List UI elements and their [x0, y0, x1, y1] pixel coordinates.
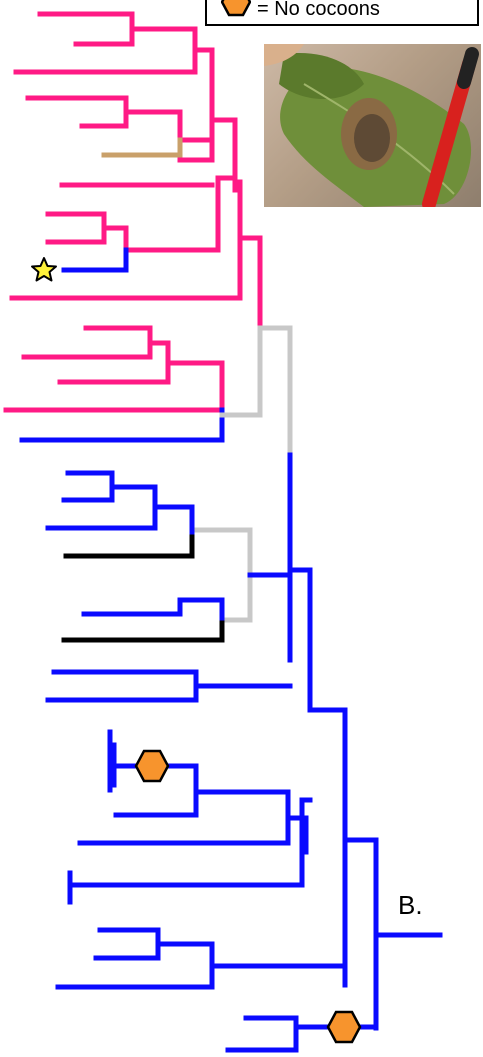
branch [45, 669, 199, 703]
branch [177, 597, 225, 621]
legend: = No cocoons [205, 0, 479, 26]
finger [264, 44, 304, 66]
branch [13, 26, 198, 75]
hexagon-icon [134, 749, 170, 783]
branch [225, 1015, 299, 1053]
branch [237, 235, 263, 328]
tan-branch [101, 137, 183, 158]
branch [21, 325, 153, 360]
legend-label: = No cocoons [257, 0, 380, 20]
branch [177, 95, 215, 143]
branch [152, 504, 195, 535]
hexagon-icon [326, 1010, 362, 1044]
branch [45, 211, 107, 245]
star-icon [31, 257, 57, 282]
photo-drawing [264, 44, 479, 207]
branch [55, 941, 215, 990]
branch [101, 175, 221, 253]
branch [287, 567, 313, 708]
branch [342, 837, 379, 1031]
branch [257, 325, 293, 453]
branch [45, 484, 158, 531]
branch [209, 117, 238, 193]
branch [37, 11, 135, 47]
branch [93, 927, 161, 961]
cocoon-inner [354, 114, 390, 162]
blue-tip [61, 247, 129, 273]
branch [3, 360, 225, 413]
branch [67, 797, 305, 888]
hexagon-icon [221, 0, 251, 17]
branch [192, 47, 215, 163]
black-tip [63, 527, 195, 559]
leaf [279, 53, 364, 99]
panel-label: B. [398, 890, 423, 920]
branch [25, 95, 129, 129]
pen-cap [457, 47, 479, 89]
black-tip [61, 617, 225, 643]
branch [285, 815, 309, 855]
blue-tip [19, 407, 225, 443]
branch [123, 109, 183, 158]
branch [219, 327, 263, 418]
pink-clade [3, 11, 263, 413]
branch [61, 470, 115, 503]
branch [81, 597, 183, 617]
leaf-cocoon-photo [264, 44, 481, 207]
blue-clade [45, 452, 443, 1053]
branch [307, 707, 348, 988]
